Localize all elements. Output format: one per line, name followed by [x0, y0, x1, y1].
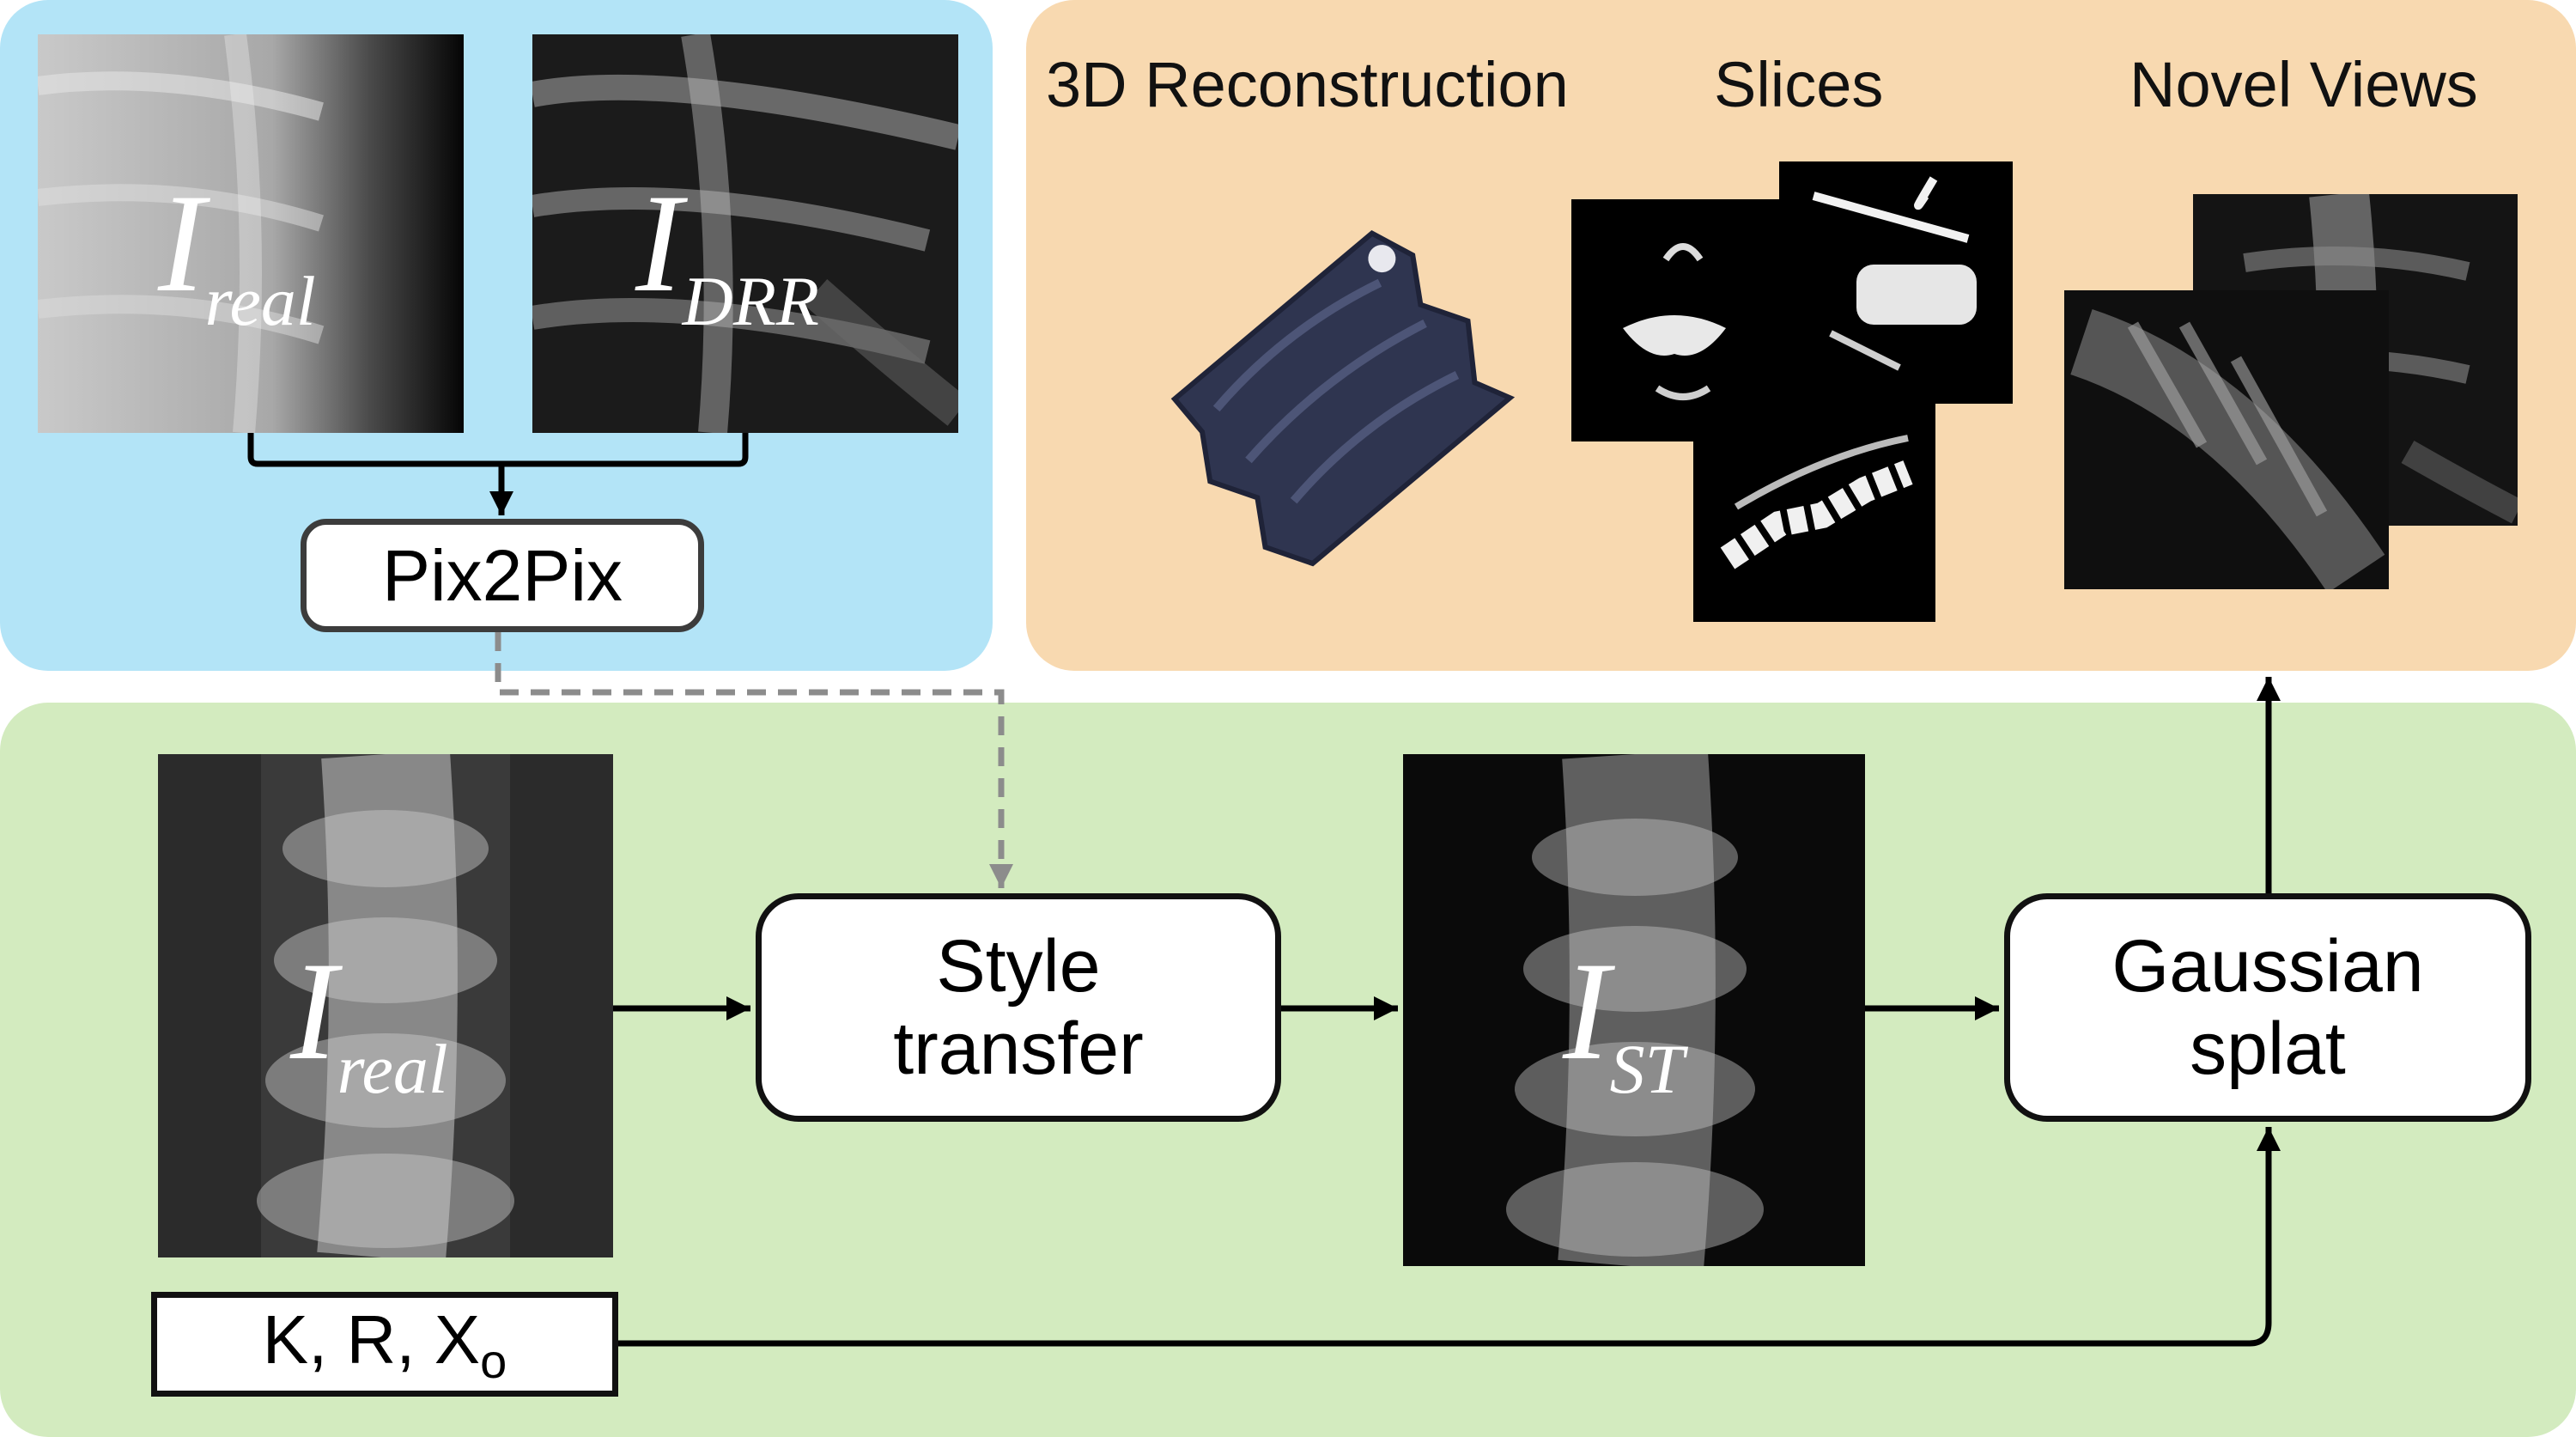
- novel-view-front: [2064, 290, 2389, 589]
- slice-axial: [1571, 199, 1779, 441]
- style-transferred-image-label: IST: [1563, 934, 1685, 1108]
- camera-parameters-label: K, R, Xo: [262, 1300, 507, 1388]
- reconstruction-volume: [1170, 230, 1516, 567]
- drr-image: [532, 34, 958, 433]
- slice-coronal: [1693, 404, 1935, 622]
- style-transfer-label: Style transfer: [893, 925, 1144, 1090]
- slice-sagittal: [1779, 161, 2013, 404]
- real-xray-image-top: [38, 34, 464, 433]
- slices-header: Slices: [1714, 49, 1884, 120]
- real-xray-image-input: [158, 754, 613, 1257]
- pix2pix-box: Pix2Pix: [301, 519, 704, 632]
- pix2pix-label: Pix2Pix: [381, 534, 623, 616]
- input-image-label: Ireal: [290, 934, 448, 1108]
- style-transfer-box: Style transfer: [756, 893, 1281, 1122]
- reconstruction-header: 3D Reconstruction: [1046, 49, 1569, 120]
- novel-views-header: Novel Views: [2129, 49, 2478, 120]
- gaussian-splat-box: Gaussian splat: [2004, 893, 2531, 1122]
- drr-image-label: IDRR: [635, 166, 820, 340]
- gaussian-splat-label: Gaussian splat: [2111, 925, 2424, 1090]
- real-image-label-top: Ireal: [158, 166, 316, 340]
- camera-parameters-box: K, R, Xo: [151, 1292, 618, 1397]
